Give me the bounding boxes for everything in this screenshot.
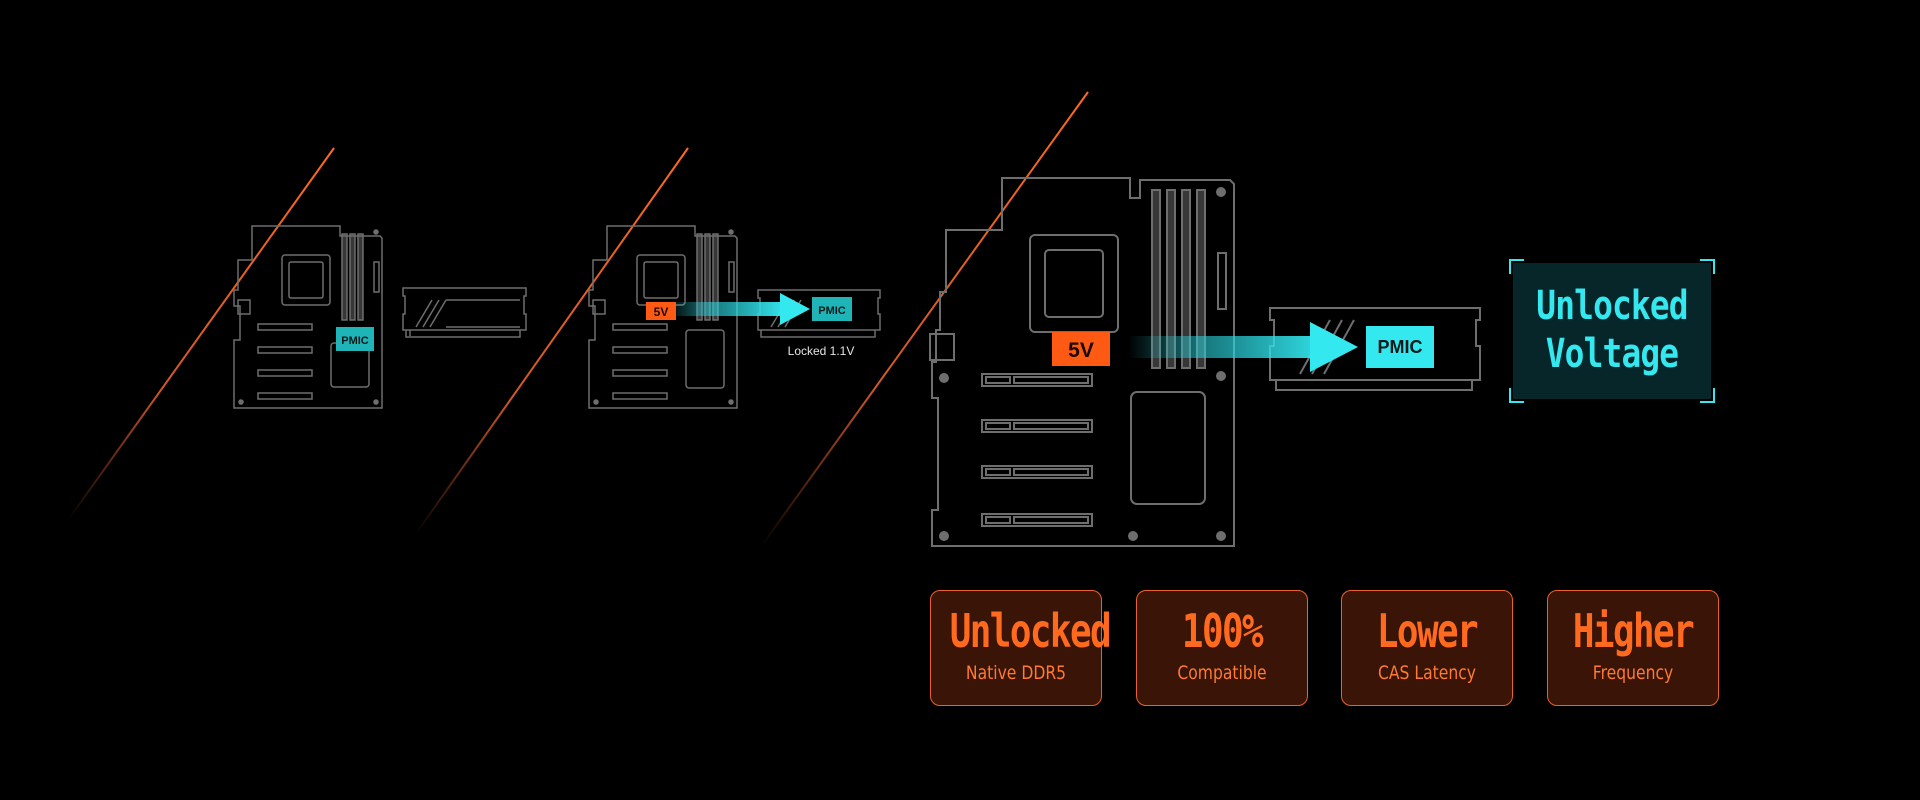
locked-voltage-caption: Locked 1.1V — [788, 344, 855, 358]
voltage-badge — [1052, 332, 1110, 366]
pmic-label: PMIC — [818, 305, 846, 317]
motherboard-icon — [233, 225, 383, 409]
feature-badge-latency: Lower CAS Latency — [1341, 590, 1513, 706]
arrow-right-icon — [1128, 322, 1358, 372]
feature-title: 100% — [1181, 604, 1264, 658]
pmic-chip — [336, 327, 374, 351]
feature-subtitle: CAS Latency — [1378, 662, 1476, 684]
feature-subtitle: Frequency — [1592, 662, 1674, 684]
stage-1: PMIC — [67, 147, 527, 521]
pmic-label: PMIC — [341, 335, 369, 347]
memory-module-icon — [402, 287, 527, 338]
unlocked-voltage-headline: Unlocked Voltage — [1513, 263, 1711, 399]
orange-slash-line — [414, 147, 689, 536]
feature-subtitle: Compatible — [1177, 662, 1267, 684]
feature-badge-compatible: 100% Compatible — [1136, 590, 1308, 706]
pmic-chip — [1366, 326, 1434, 368]
voltage-label: 5V — [654, 305, 669, 319]
stage-2: 5V PMIC Locked 1.1V — [414, 147, 881, 536]
headline-line-2: Voltage — [1545, 331, 1679, 377]
voltage-badge — [646, 302, 676, 320]
orange-slash-line — [67, 147, 335, 521]
feature-title: Higher — [1572, 604, 1695, 658]
voltage-label: 5V — [1068, 339, 1094, 362]
feature-title: Unlocked — [949, 604, 1112, 658]
feature-badge-frequency: Higher Frequency — [1547, 590, 1719, 706]
stage-3: 5V PMIC — [759, 91, 1481, 549]
corner-bracket-icon — [1509, 259, 1715, 403]
motherboard-icon — [929, 177, 1235, 547]
arrow-right-icon — [668, 293, 810, 325]
feature-subtitle: Native DDR5 — [965, 662, 1067, 684]
orange-slash-line — [759, 91, 1089, 549]
feature-title: Lower — [1376, 604, 1479, 658]
pmic-label: PMIC — [1378, 337, 1423, 357]
feature-badge-unlocked: Unlocked Native DDR5 — [930, 590, 1112, 706]
headline-line-1: Unlocked — [1536, 283, 1688, 329]
motherboard-icon — [588, 225, 738, 409]
pmic-chip — [812, 297, 852, 321]
